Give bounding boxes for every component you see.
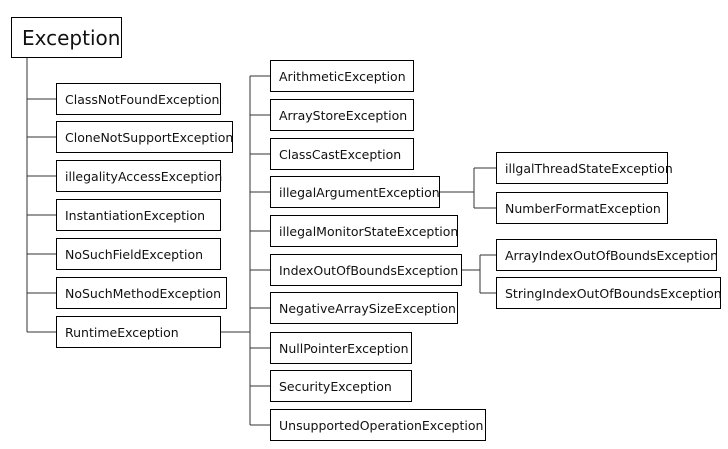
- node-array-index-out-of-bounds-exception: ArrayIndexOutOfBoundsException: [496, 239, 719, 271]
- node-class-cast-exception: ClassCastException: [270, 138, 414, 170]
- node-security-exception: SecurityException: [270, 370, 412, 402]
- node-exception: Exception: [11, 17, 122, 58]
- node-label: NoSuchFieldException: [65, 246, 204, 262]
- node-label: UnsupportedOperationException: [279, 417, 484, 433]
- node-label: IndexOutOfBoundsException: [279, 262, 459, 278]
- node-unsupported-operation-exception: UnsupportedOperationException: [270, 409, 486, 441]
- node-label: Exception: [22, 25, 121, 50]
- node-runtime-exception: RuntimeException: [56, 316, 221, 348]
- node-illegal-argument-exception: illegalArgumentException: [270, 176, 440, 208]
- node-no-such-method-exception: NoSuchMethodException: [56, 277, 227, 309]
- node-label: CloneNotSupportException: [65, 129, 234, 145]
- node-label: SecurityException: [279, 378, 392, 394]
- node-label: ClassNotFoundException: [65, 91, 220, 107]
- node-label: illegalArgumentException: [279, 184, 440, 200]
- node-instantiation-exception: InstantiationException: [56, 199, 221, 231]
- node-label: illegalMonitorStateException: [279, 223, 459, 239]
- node-label: NegativeArraySizeException: [279, 300, 456, 316]
- node-negative-array-size-exception: NegativeArraySizeException: [270, 292, 458, 324]
- node-illgal-thread-state-exception: illgalThreadStateException: [496, 152, 673, 184]
- node-label: illgalThreadStateException: [505, 160, 673, 176]
- node-label: InstantiationException: [65, 207, 206, 223]
- node-array-store-exception: ArrayStoreException: [270, 99, 414, 131]
- node-illegal-monitor-state-exception: illegalMonitorStateException: [270, 215, 458, 247]
- node-label: ArrayIndexOutOfBoundsException: [505, 247, 719, 263]
- node-label: StringIndexOutOfBoundsException: [505, 285, 722, 301]
- node-label: NoSuchMethodException: [65, 285, 222, 301]
- node-null-pointer-exception: NullPointerException: [270, 332, 412, 364]
- node-label: illegalityAccessException: [65, 168, 223, 184]
- node-illegality-access-exception: illegalityAccessException: [56, 160, 223, 192]
- node-label: NumberFormatException: [505, 200, 661, 216]
- node-clone-not-support-exception: CloneNotSupportException: [56, 121, 233, 153]
- node-number-format-exception: NumberFormatException: [496, 192, 668, 224]
- node-index-out-of-bounds-exception: IndexOutOfBoundsException: [270, 254, 462, 286]
- node-label: RuntimeException: [65, 324, 179, 340]
- node-class-not-found-exception: ClassNotFoundException: [56, 83, 221, 115]
- node-no-such-field-exception: NoSuchFieldException: [56, 238, 221, 270]
- node-label: ArithmeticException: [279, 68, 406, 84]
- node-arithmetic-exception: ArithmeticException: [270, 60, 414, 92]
- node-label: ArrayStoreException: [279, 107, 408, 123]
- node-label: NullPointerException: [279, 340, 409, 356]
- node-string-index-out-of-bounds-exception: StringIndexOutOfBoundsException: [496, 277, 722, 309]
- node-label: ClassCastException: [279, 146, 402, 162]
